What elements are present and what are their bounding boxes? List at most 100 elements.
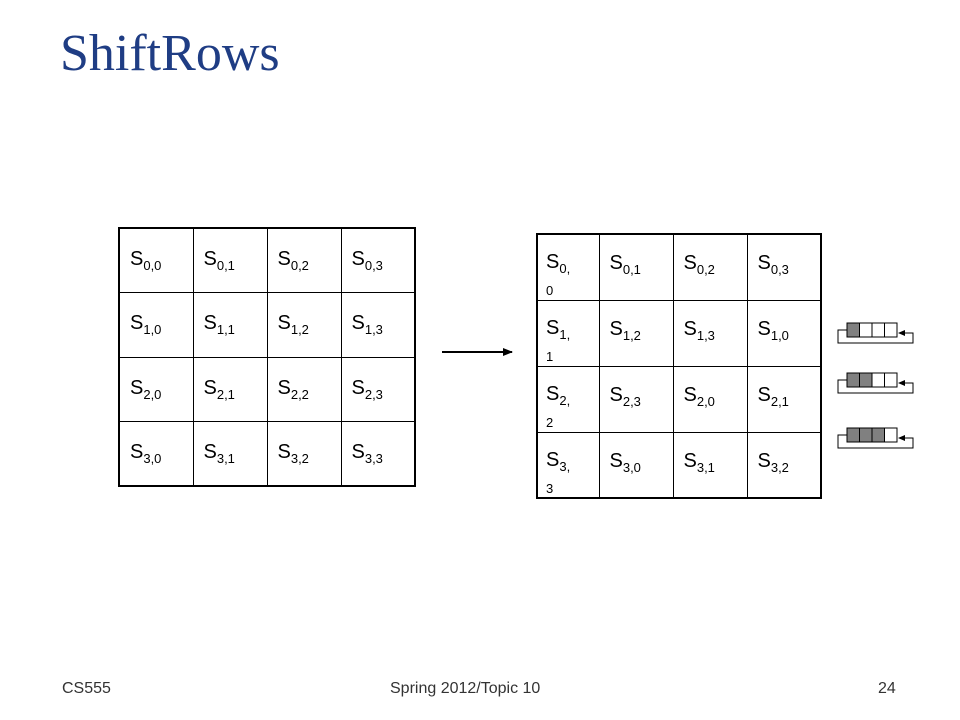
footer-term-topic: Spring 2012/Topic 10 xyxy=(390,680,541,697)
state_after-cell: S3,2 xyxy=(746,431,822,499)
shifted-byte-mark xyxy=(846,427,860,443)
state_after-cell: S0,0 xyxy=(536,233,600,301)
shifted-byte-mark xyxy=(859,372,873,388)
cell-symbol: S xyxy=(609,449,623,472)
state_before-cell: S2,0 xyxy=(118,356,194,422)
state_before-cell: S0,3 xyxy=(340,227,416,293)
cell-index: 0,3 xyxy=(364,258,383,273)
state_before-cell: S1,0 xyxy=(118,292,194,358)
cell-symbol: S xyxy=(277,248,291,270)
cell-symbol: S xyxy=(130,441,144,463)
cell-index: 0,2 xyxy=(290,258,309,273)
cell-index: 1,0 xyxy=(143,322,162,337)
byte-mark xyxy=(884,322,898,338)
cell-index: 0,3 xyxy=(770,262,789,277)
state_before-cell: S1,1 xyxy=(192,292,268,358)
state_after-cell: S2,0 xyxy=(672,365,748,433)
cell-symbol: S xyxy=(546,382,560,405)
cell-index: 0, xyxy=(559,261,571,276)
cell-symbol: S xyxy=(130,248,144,270)
byte-mark xyxy=(884,427,898,443)
cell-symbol: S xyxy=(203,441,217,463)
cell-index: 2, xyxy=(559,392,571,408)
state_after-cell: S1,2 xyxy=(598,299,674,367)
cell-index: 3,1 xyxy=(696,459,715,475)
shift-indicator-row-2 xyxy=(837,372,914,394)
cell-index: 3, xyxy=(559,458,571,474)
slide-title: ShiftRows xyxy=(60,25,280,82)
cell-index: 1,1 xyxy=(216,322,235,337)
cell-symbol: S xyxy=(757,383,771,406)
state_before-cell: S3,3 xyxy=(340,421,416,487)
rotation-loop-arrow xyxy=(837,379,914,394)
cell-index: 1,3 xyxy=(364,322,383,337)
cell-symbol: S xyxy=(546,448,560,471)
cell-index: 3,0 xyxy=(143,451,162,466)
cell-symbol: S xyxy=(351,312,365,334)
state_before-cell: S1,2 xyxy=(266,292,342,358)
cell-symbol: S xyxy=(757,449,771,472)
shifted-byte-mark xyxy=(859,427,873,443)
cell-index-wrapped: 2 xyxy=(546,414,554,430)
cell-symbol: S xyxy=(757,252,771,274)
cell-index: 2,0 xyxy=(696,393,715,409)
cell-index: 1,3 xyxy=(696,327,715,343)
state_before-cell: S3,0 xyxy=(118,421,194,487)
cell-symbol: S xyxy=(203,248,217,270)
rotation-loop-arrow xyxy=(837,434,914,449)
state_before-cell: S2,2 xyxy=(266,356,342,422)
footer-page-number: 24 xyxy=(878,680,896,697)
cell-index: 0,1 xyxy=(216,258,235,273)
state_after-cell: S3,1 xyxy=(672,431,748,499)
byte-mark xyxy=(859,322,873,338)
cell-index: 0,0 xyxy=(143,258,162,273)
cell-index: 0,2 xyxy=(696,262,715,277)
cell-index: 3,1 xyxy=(216,451,235,466)
cell-symbol: S xyxy=(277,441,291,463)
state_before-cell: S1,3 xyxy=(340,292,416,358)
shifted-byte-mark xyxy=(846,322,860,338)
cell-symbol: S xyxy=(609,317,623,340)
state_before-cell: S2,1 xyxy=(192,356,268,422)
cell-symbol: S xyxy=(351,441,365,463)
cell-index: 1, xyxy=(559,326,571,342)
cell-symbol: S xyxy=(609,252,623,274)
shift-indicator-row-3 xyxy=(837,427,914,449)
cell-index: 2,0 xyxy=(143,386,162,402)
shift-indicator-row-1 xyxy=(837,322,914,344)
state_after-cell: S0,2 xyxy=(672,233,748,301)
cell-symbol: S xyxy=(683,252,697,274)
cell-index-wrapped: 0 xyxy=(546,283,554,298)
state_before-cell: S0,2 xyxy=(266,227,342,293)
state_after-cell: S1,0 xyxy=(746,299,822,367)
state_after-cell: S2, 2 xyxy=(536,365,600,433)
cell-index: 3,2 xyxy=(770,459,789,475)
cell-index-wrapped: 3 xyxy=(546,480,554,496)
cell-symbol: S xyxy=(683,317,697,340)
cell-symbol: S xyxy=(546,316,560,339)
cell-index: 1,2 xyxy=(290,322,309,337)
cell-index: 1,2 xyxy=(622,327,641,343)
cell-index: 2,3 xyxy=(622,393,641,409)
byte-mark xyxy=(884,372,898,388)
state_after-cell: S3,0 xyxy=(598,431,674,499)
state_after-cell: S2,3 xyxy=(598,365,674,433)
cell-index: 2,1 xyxy=(216,386,235,402)
cell-index-wrapped: 1 xyxy=(546,348,554,364)
cell-index: 0,1 xyxy=(622,262,641,277)
state_before-cell: S3,2 xyxy=(266,421,342,487)
rotation-loop-arrow xyxy=(837,329,914,344)
byte-mark xyxy=(871,322,885,338)
state_before-cell: S2,3 xyxy=(340,356,416,422)
cell-symbol: S xyxy=(683,383,697,406)
cell-symbol: S xyxy=(351,376,365,399)
cell-index: 1,0 xyxy=(770,327,789,343)
cell-index: 2,2 xyxy=(290,386,309,402)
cell-index: 2,3 xyxy=(364,386,383,402)
